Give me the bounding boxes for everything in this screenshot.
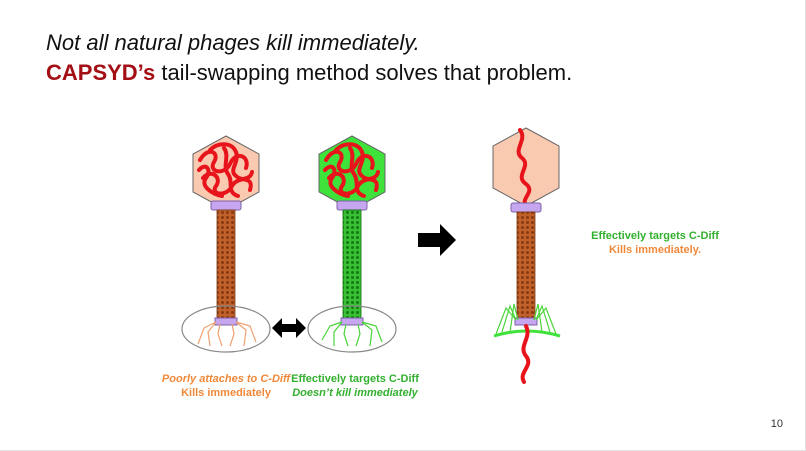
- phage-1-caption-line2: Kills immediately: [181, 387, 271, 399]
- phage-1-baseplate: [214, 317, 238, 326]
- title-rest: tail-swapping method solves that problem…: [155, 60, 573, 85]
- phage-2-caption-line2: Doesn’t kill immediately: [292, 387, 418, 399]
- phage-1-caption: Poorly attaches to C-Diff Kills immediat…: [138, 372, 314, 400]
- phage-2-collar: [336, 200, 368, 211]
- phage-1: [181, 135, 271, 353]
- phage-2-caption: Effectively targets C-Diff Doesn’t kill …: [280, 372, 430, 400]
- phage-2-tail-fibers: [321, 321, 383, 347]
- phage-1-dna: [197, 142, 254, 198]
- phage-2: [307, 135, 397, 353]
- phage-3-caption-line2: Kills immediately.: [608, 244, 702, 256]
- result-arrow: [418, 224, 456, 256]
- phage-1-host-cell: [181, 305, 271, 353]
- phage-1-caption-line1: Poorly attaches to C-Diff: [161, 373, 291, 385]
- phage-3-caption: Effectively targets C-Diff Kills immedia…: [580, 229, 730, 257]
- phage-3-tail: [516, 211, 536, 321]
- phage-2-host-cell: [307, 305, 397, 353]
- phage-3-dna: [516, 128, 532, 208]
- phage-2-dna: [323, 142, 380, 198]
- phage-3-injected-dna: [520, 324, 531, 384]
- phage-3-collar: [510, 202, 542, 213]
- slide-title-line2: CAPSYD’s tail-swapping method solves tha…: [46, 60, 572, 86]
- slide-title-line1: Not all natural phages kill immediately.: [46, 30, 420, 55]
- phage-2-baseplate: [340, 317, 364, 326]
- brand-name: CAPSYD’s: [46, 60, 156, 85]
- phage-3-caption-line1: Effectively targets C-Diff: [591, 230, 719, 242]
- phage-3: [492, 127, 561, 384]
- phage-1-tail-fibers: [197, 321, 257, 347]
- phage-1-tail: [216, 209, 236, 321]
- phage-2-tail: [342, 209, 362, 321]
- phage-2-caption-line1: Effectively targets C-Diff: [291, 373, 419, 385]
- page-number: 10: [770, 418, 783, 430]
- phage-3-tail-fibers: [495, 303, 557, 335]
- swap-double-arrow: [272, 318, 306, 338]
- phage-1-collar: [210, 200, 242, 211]
